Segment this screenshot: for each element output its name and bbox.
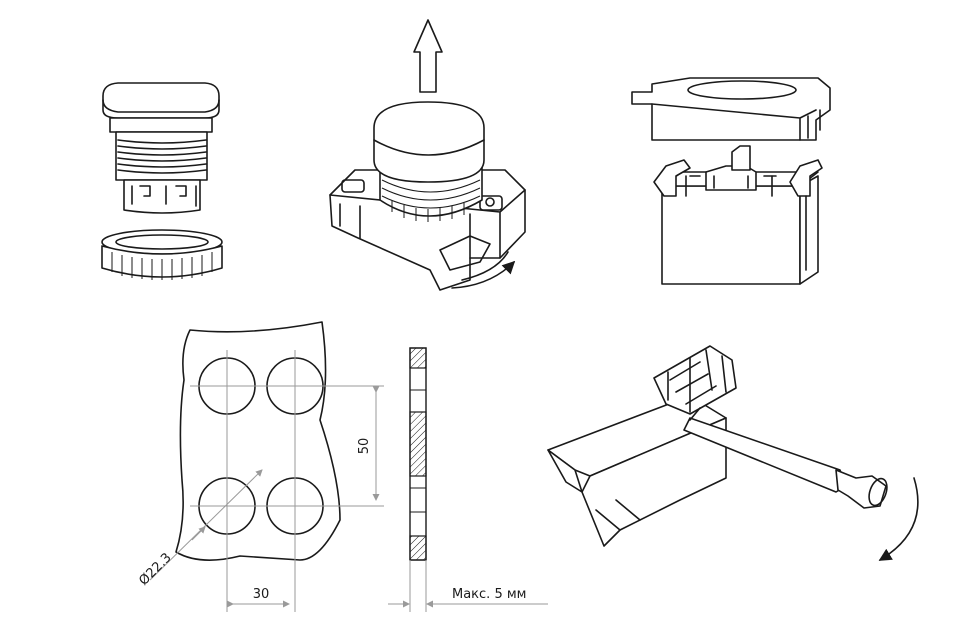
panel-cutout-drawing: 50 30 Ø22.3 (136, 321, 384, 612)
contact-block-illustration (631, 77, 831, 285)
panel-thickness-label: Макс. 5 мм (452, 587, 526, 602)
dimension-horizontal-label: 30 (253, 587, 270, 602)
panel-thickness-drawing: Макс. 5 мм (388, 347, 548, 612)
dimension-vertical-label: 50 (357, 438, 372, 455)
dimension-diameter-label: Ø22.3 (136, 550, 174, 588)
arrow-up-icon (413, 19, 443, 93)
adapter-assembly-illustration (329, 19, 526, 291)
contact-block-removal-illustration (547, 345, 919, 561)
pushbutton-head-illustration (101, 82, 223, 280)
